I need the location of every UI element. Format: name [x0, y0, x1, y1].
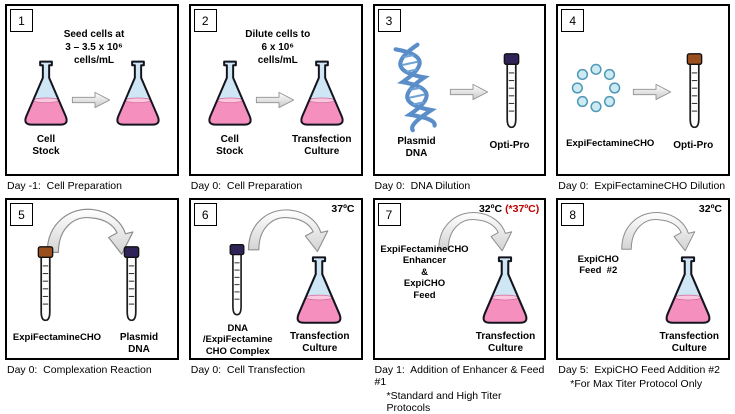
- step-cell-5: 5 ExpiFectamineCHO Plasmid DNA Day 0: Co…: [5, 198, 179, 414]
- temperature-label: 37ºC: [331, 203, 355, 215]
- curved-arrow-icon: [612, 208, 706, 254]
- flask-icon: [660, 254, 716, 328]
- panel-5: 5 ExpiFectamineCHO Plasmid DNA: [5, 198, 179, 360]
- step-number: 4: [561, 9, 585, 32]
- flask-icon: [291, 254, 347, 328]
- temp-main: 32ºC: [478, 203, 503, 215]
- step-cell-6: 6 37ºC DNA /ExpiFectamine CHO Complex Tr…: [188, 198, 363, 414]
- item-label: Opti-Pro: [489, 140, 530, 151]
- test-tube-icon: [684, 50, 705, 134]
- flask-icon: [477, 254, 533, 328]
- step-number: 7: [377, 203, 401, 226]
- flask-icon: [19, 58, 73, 130]
- test-tube-icon: [501, 50, 522, 134]
- flask-icon: [295, 58, 349, 130]
- caption: Day 0: Cell Preparation: [190, 180, 303, 192]
- step-cell-2: 2 Dilute cells to 6 x 10⁶ cells/mL Cell …: [188, 4, 363, 192]
- item-label: Transfection Culture: [659, 331, 719, 354]
- step-number: 1: [10, 9, 33, 32]
- step-cell-3: 3 Plasmid DNA Opti-Pro Day 0: DNA Diluti…: [372, 4, 547, 192]
- item-label: ExpiFectamineCHO: [566, 138, 655, 149]
- caption: Day 0: DNA Dilution: [374, 180, 471, 192]
- reagent-text: ExpiCHO Feed #2: [577, 254, 619, 277]
- panel-6: 6 37ºC DNA /ExpiFectamine CHO Complex Tr…: [188, 198, 363, 360]
- item-label: Transfection Culture: [475, 331, 536, 354]
- panel-8: 8 32ºC ExpiCHO Feed #2 Transfection Cult…: [556, 198, 730, 360]
- caption-footnote: *Standard and High Titer Protocols: [386, 390, 505, 414]
- dna-helix-icon: [380, 38, 450, 137]
- step-number: 2: [193, 9, 217, 32]
- temp-alt: (*37ºC): [505, 203, 540, 215]
- item-label: Transfection Culture: [290, 331, 350, 354]
- item-label: Plasmid DNA: [397, 136, 436, 159]
- panel-7: 7 32ºC(*37ºC) ExpiFectamineCHO Enhancer …: [372, 198, 547, 360]
- step-number: 3: [377, 9, 401, 32]
- panel-1: 1 Seed cells at 3 – 3.5 x 10⁶ cells/mL C…: [5, 4, 179, 176]
- item-label: Cell Stock: [32, 134, 60, 157]
- reagent-particle-cluster-icon: [568, 60, 624, 116]
- arrow-label: Seed cells at 3 – 3.5 x 10⁶ cells/mL: [63, 29, 125, 66]
- temperature-label: 32ºC(*37ºC): [479, 203, 539, 215]
- caption: Day 1: Addition of Enhancer & Feed #1: [374, 364, 548, 388]
- panel-grid: 1 Seed cells at 3 – 3.5 x 10⁶ cells/mL C…: [5, 4, 730, 414]
- arrow-label: Dilute cells to 6 x 10⁶ cells/mL: [245, 29, 311, 66]
- reagent-text: ExpiFectamineCHO Enhancer & ExpiCHO Feed: [380, 244, 469, 301]
- step-number: 8: [561, 203, 585, 226]
- item-label: DNA /ExpiFectamine CHO Complex: [202, 323, 273, 357]
- item-label: ExpiFectamineCHO: [12, 332, 102, 343]
- item-label: Transfection Culture: [292, 134, 352, 157]
- step-cell-4: 4 ExpiFectamineCHO Opti-Pro Day 0: ExpiF…: [556, 4, 730, 192]
- caption-footnote: *For Max Titer Protocol Only: [570, 378, 703, 390]
- step-cell-1: 1 Seed cells at 3 – 3.5 x 10⁶ cells/mL C…: [5, 4, 179, 192]
- panel-3: 3 Plasmid DNA Opti-Pro: [372, 4, 547, 176]
- caption: Day 0: Complexation Reaction: [7, 364, 152, 376]
- block-arrow-right-icon: [255, 90, 295, 110]
- caption: Day -1: Cell Preparation: [7, 180, 122, 192]
- caption: Day 0: ExpiFectamineCHO Dilution: [558, 180, 726, 192]
- flask-icon: [203, 58, 257, 130]
- panel-4: 4 ExpiFectamineCHO Opti-Pro: [556, 4, 730, 176]
- caption: Day 5: ExpiCHO Feed Addition #2: [558, 364, 720, 376]
- temperature-label: 32ºC: [698, 203, 722, 215]
- test-tube-icon: [35, 242, 56, 328]
- item-label: Cell Stock: [216, 134, 244, 157]
- test-tube-icon: [227, 240, 247, 322]
- step-number: 5: [10, 203, 33, 226]
- block-arrow-right-icon: [632, 82, 672, 102]
- step-cell-7: 7 32ºC(*37ºC) ExpiFectamineCHO Enhancer …: [372, 198, 548, 414]
- step-number: 6: [193, 203, 217, 226]
- item-label: Opti-Pro: [673, 140, 714, 151]
- block-arrow-right-icon: [71, 90, 111, 110]
- curved-arrow-icon: [239, 205, 339, 255]
- panel-2: 2 Dilute cells to 6 x 10⁶ cells/mL Cell …: [188, 4, 363, 176]
- step-cell-8: 8 32ºC ExpiCHO Feed #2 Transfection Cult…: [556, 198, 730, 414]
- item-label: Plasmid DNA: [119, 332, 159, 355]
- caption: Day 0: Cell Transfection: [190, 364, 306, 376]
- flask-icon: [111, 58, 165, 130]
- block-arrow-right-icon: [449, 82, 489, 102]
- test-tube-icon: [121, 242, 142, 328]
